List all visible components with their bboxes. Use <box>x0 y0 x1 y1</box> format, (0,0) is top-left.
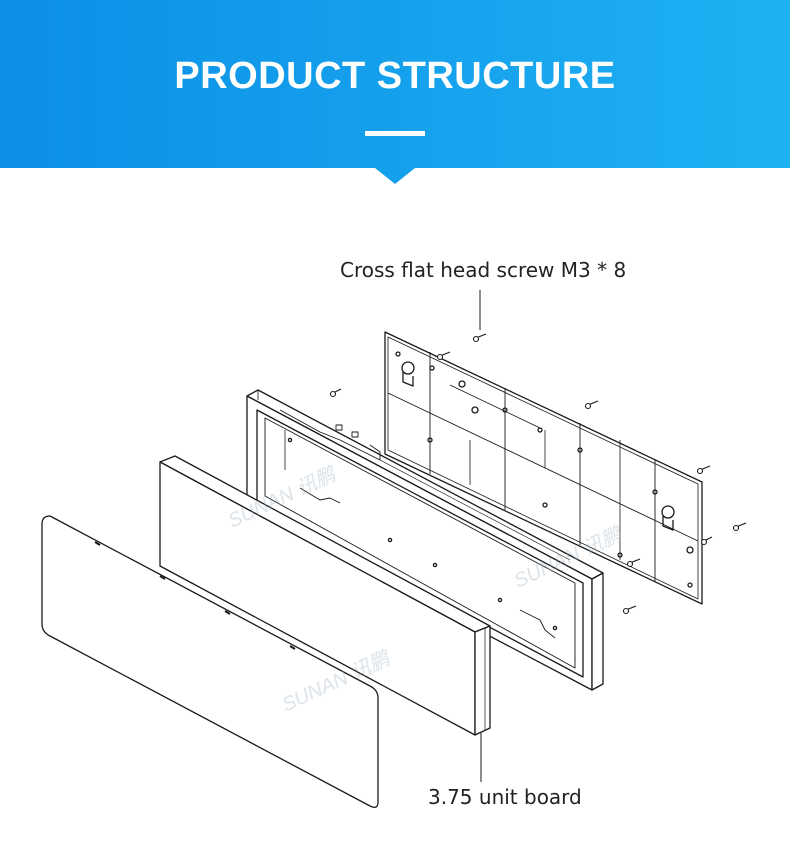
front-cover-panel <box>41 515 379 808</box>
keyhole-slot-left <box>401 361 415 387</box>
exploded-view-diagram: SUNAN 讯鹏 SUNAN 讯鹏 SUNAN 讯鹏 <box>41 290 747 808</box>
back-mounting-plate <box>384 331 703 605</box>
keyhole-slot-right <box>661 505 675 531</box>
screw-callout-label: Cross flat head screw M3 * 8 <box>340 258 627 282</box>
page-title: PRODUCT STRUCTURE <box>174 55 616 97</box>
screw-icon <box>696 465 711 475</box>
screw-icon <box>732 522 747 532</box>
board-callout-label: 3.75 unit board <box>428 785 582 809</box>
banner-background <box>0 0 790 184</box>
unit-board <box>159 455 491 736</box>
screw-icon <box>700 536 713 546</box>
screw-icon <box>622 605 637 615</box>
screw-icon <box>626 558 641 568</box>
screw-icon <box>584 400 599 410</box>
screws <box>329 333 747 615</box>
screw-icon <box>436 351 451 361</box>
header-banner: PRODUCT STRUCTURE <box>0 0 790 185</box>
screw-icon <box>472 333 487 343</box>
screw-icon <box>329 388 342 398</box>
frame-housing <box>246 389 604 691</box>
title-underline <box>365 131 425 136</box>
